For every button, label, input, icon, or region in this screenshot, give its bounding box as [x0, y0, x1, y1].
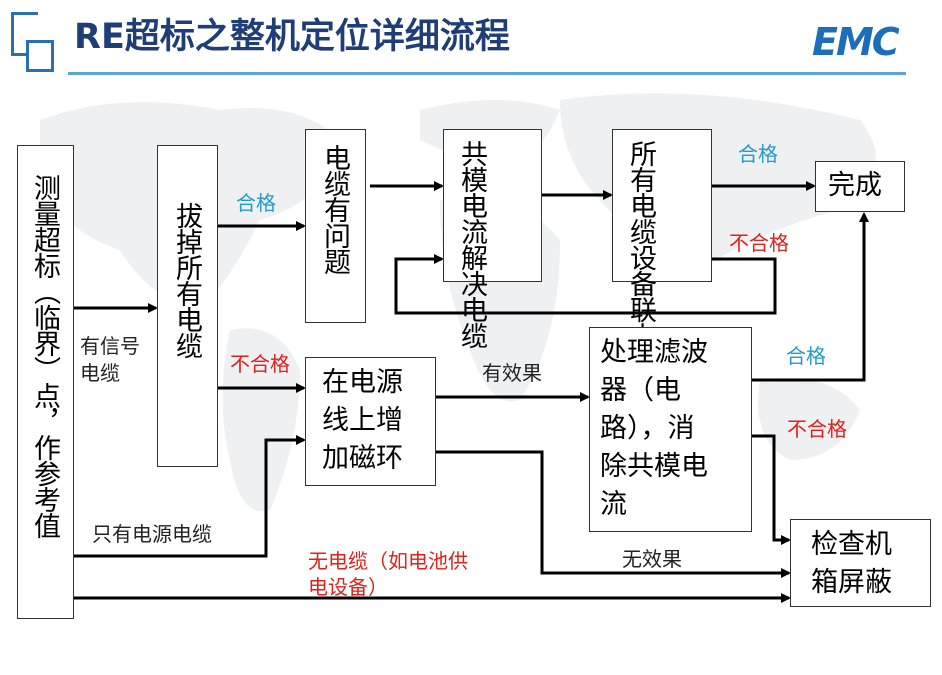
- arrow-power-only-to-ferrite: [74, 435, 306, 558]
- node-measure: 测量超标（临界）点，作参考值: [17, 145, 74, 619]
- node-check-shield: 检查机 箱屏蔽: [790, 519, 931, 607]
- node-check-line2: 箱屏蔽: [811, 567, 892, 598]
- label-effective: 有效果: [482, 361, 542, 385]
- node-filter-line2: 器（电: [600, 375, 681, 406]
- label-has-signal-cable-2: 电缆: [80, 361, 120, 385]
- node-done: 完成: [815, 161, 905, 212]
- node-filter-line5: 流: [600, 489, 627, 520]
- label-ineffective: 无效果: [622, 547, 682, 571]
- arrow-ferrite-to-check: [436, 450, 791, 578]
- node-filter: 处理滤波 器（电 路），消 除共模电 流: [589, 327, 752, 532]
- node-measure-text: 测量超标（临界）点，作参考值: [29, 174, 60, 538]
- node-done-text: 完成: [828, 170, 882, 201]
- label-power-only: 只有电源电缆: [92, 522, 212, 546]
- corner-logo-mark: [11, 12, 38, 56]
- arrow-filter-to-done: [752, 212, 869, 382]
- node-filter-line1: 处理滤波: [600, 337, 708, 368]
- node-filter-line3: 路），消: [600, 413, 695, 444]
- node-cable-problem: 电缆有问题: [305, 129, 366, 323]
- node-all-cables-text: 所有电缆设备联上: [625, 140, 656, 348]
- node-unplug-text: 拔掉所有电缆: [171, 202, 202, 358]
- node-ferrite-line2: 线上增: [322, 405, 403, 436]
- label-pass-filter: 合格: [786, 344, 826, 368]
- label-no-cable-1: 无电缆（如电池供: [308, 549, 468, 573]
- label-no-cable-2: 电设备）: [308, 575, 388, 599]
- label-fail-filter: 不合格: [787, 417, 847, 441]
- node-unplug: 拔掉所有电缆: [157, 145, 218, 467]
- arrow-all-cables-loop-back: [394, 254, 777, 315]
- label-fail-unplug: 不合格: [230, 352, 290, 376]
- brand-logo: EMC: [812, 20, 900, 64]
- label-pass-all-cables: 合格: [738, 142, 778, 166]
- page-title: RE超标之整机定位详细流程: [74, 17, 510, 57]
- node-ferrite: 在电源 线上增 加磁环: [305, 357, 436, 486]
- label-has-signal-cable-1: 有信号: [80, 334, 140, 358]
- corner-logo-mark-inner: [26, 40, 54, 72]
- title-underline: [68, 72, 906, 75]
- node-cable-problem-text: 电缆有问题: [319, 144, 350, 274]
- node-ferrite-line3: 加磁环: [322, 443, 403, 474]
- node-all-cables: 所有电缆设备联上: [612, 129, 712, 348]
- node-ferrite-line1: 在电源: [322, 367, 403, 398]
- node-filter-line4: 除共模电: [600, 451, 708, 482]
- arrow-filter-to-check: [752, 434, 791, 545]
- node-check-line1: 检查机: [811, 529, 892, 560]
- label-pass-unplug: 合格: [236, 191, 276, 215]
- node-solve-cm-text: 共模电流解决电缆: [456, 140, 487, 348]
- label-fail-all-cables: 不合格: [729, 231, 789, 255]
- node-solve-cm: 共模电流解决电缆: [443, 129, 542, 348]
